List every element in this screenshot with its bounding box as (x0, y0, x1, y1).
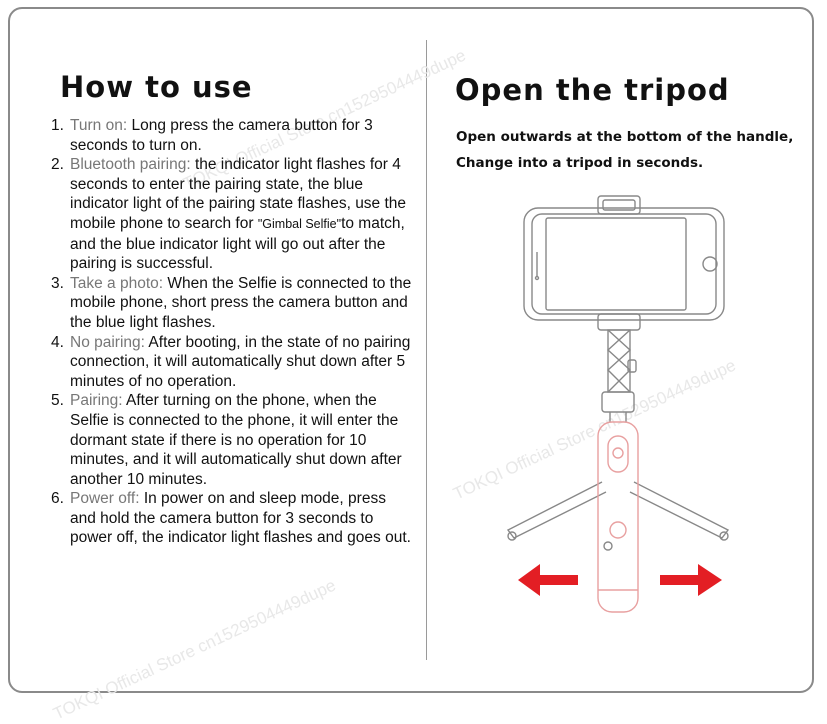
phone-screen (545, 217, 687, 311)
step-text: the indicator light flashes for 4 second… (70, 156, 407, 232)
step-5: 5. Pairing: After turning on the phone, w… (51, 391, 415, 489)
instruction-list: 1. Turn on: Long press the camera button … (51, 116, 415, 548)
step-text: When the Selfie is connected to the mobi… (70, 274, 412, 331)
phone-clamp-bottom (597, 313, 641, 331)
desc-line-1: Open outwards at the bottom of the handl… (456, 129, 794, 145)
center-divider (426, 40, 427, 660)
open-tripod-title: Open the tripod (455, 73, 730, 107)
step-text: In power on and sleep mode, press and ho… (70, 490, 411, 547)
step-4: 4. No pairing: After booting, in the stat… (51, 333, 415, 392)
step-6: 6. Power off: In power on and sleep mode,… (51, 489, 415, 548)
step-text: After booting, in the state of no pairin… (70, 333, 411, 390)
step-number: 1. (51, 117, 64, 134)
step-keyword: Power off: (70, 490, 140, 508)
device-name: "Gimbal Selfie" (257, 216, 342, 231)
desc-line-2: Change into a tripod in seconds. (456, 155, 704, 171)
how-to-use-title: How to use (60, 70, 253, 104)
tripod-illustration (506, 195, 730, 613)
tripod-description: Open outwards at the bottom of the handl… (456, 124, 793, 176)
arrow-left-icon (518, 564, 578, 596)
handle (597, 421, 639, 613)
content-frame (8, 7, 814, 693)
camera-button (607, 435, 629, 473)
step-keyword: Turn on: (70, 117, 128, 134)
step-keyword: Take a photo: (70, 274, 164, 292)
arrow-right-icon (660, 564, 722, 596)
step-keyword: Bluetooth pairing: (70, 156, 191, 174)
step-number: 2. (51, 156, 64, 174)
rotation-joint (601, 391, 635, 413)
step-1: 1. Turn on: Long press the camera button … (51, 116, 415, 155)
step-text: After turning on the phone, when the Sel… (70, 392, 402, 488)
phone-clamp-top (597, 195, 641, 215)
step-number: 4. (51, 333, 64, 351)
step-number: 5. (51, 392, 64, 410)
home-button-icon (702, 256, 718, 272)
step-text: Long press the camera button for 3 secon… (70, 117, 373, 154)
step-number: 3. (51, 274, 64, 292)
tripod-leg-right (629, 481, 730, 539)
step-number: 6. (51, 490, 64, 508)
step-text-cont: to match, and the blue indicator light w… (70, 214, 405, 273)
step-2: 2. Bluetooth pairing: the indicator light… (51, 155, 415, 274)
phone (523, 207, 725, 321)
step-3: 3. Take a photo: When the Selfie is conne… (51, 274, 415, 333)
tripod-leg-left (506, 481, 607, 539)
step-keyword: Pairing: (70, 392, 123, 410)
step-keyword: No pairing: (70, 333, 145, 351)
